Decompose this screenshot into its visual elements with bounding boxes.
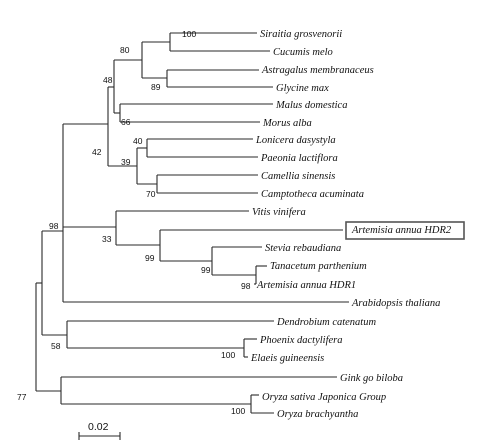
bootstrap-rosid: 48 — [103, 75, 113, 85]
highlight-box-artemisia-annua-hdr2 — [345, 221, 465, 240]
taxon-label-camellia-sinensis: Camellia sinensis — [261, 171, 335, 182]
taxon-label-malus-domestica: Malus domestica — [275, 100, 347, 111]
taxon-label-tanacetum-parthenium: Tanacetum parthenium — [270, 261, 367, 272]
bootstrap-fabaceae: 89 — [151, 82, 161, 92]
taxon-label-arabidopsis-thaliana: Arabidopsis thaliana — [351, 298, 440, 309]
taxon-label-camptotheca-acuminata: Camptotheca acuminata — [261, 189, 364, 200]
bootstrap-palms: 100 — [221, 350, 235, 360]
bootstrap-eudicots: 98 — [49, 221, 59, 231]
bootstrap-asterid: 39 — [121, 157, 131, 167]
taxon-label-artemisia-annua-hdr1: Artemisia annua HDR1 — [256, 280, 356, 291]
bootstrap-root: 77 — [17, 392, 27, 402]
bootstrap-rosales: 66 — [121, 117, 131, 127]
taxon-label-astragalus-membranaceus: Astragalus membranaceus — [261, 65, 374, 76]
bootstrap-asterid2: 70 — [146, 189, 156, 199]
bootstrap-monocots: 58 — [51, 341, 61, 351]
bootstrap-oryza: 100 — [231, 406, 245, 416]
taxon-label-paeonia-lactiflora: Paeonia lactiflora — [260, 153, 338, 164]
taxon-label-dendrobium-catenatum: Dendrobium catenatum — [276, 317, 376, 328]
bootstrap-cucurbit: 100 — [182, 29, 196, 39]
taxon-label-elaeis-guineensis: Elaeis guineensis — [250, 353, 324, 364]
bootstrap-hdr2-clade: 99 — [145, 253, 155, 263]
taxon-label-vitis-vinifera: Vitis vinifera — [252, 207, 306, 218]
taxon-label-siraitia-grosvenorii: Siraitia grosvenorii — [260, 29, 342, 40]
tree-branches — [35, 32, 349, 414]
bootstrap-asterid1: 40 — [133, 136, 143, 146]
scale-bar-label: 0.02 — [88, 421, 109, 433]
taxon-label-phoenix-dactylifera: Phoenix dactylifera — [259, 335, 343, 346]
taxon-label-artemisia-annua-hdr2: Artemisia annua HDR2 — [351, 225, 452, 236]
taxon-label-ginkgo-biloba: Gink go biloba — [340, 373, 403, 384]
bootstrap-rosid1: 80 — [120, 45, 130, 55]
taxon-label-oryza-brachyantha: Oryza brachyantha — [277, 409, 358, 420]
taxon-label-oryza-sativa-japonica: Oryza sativa Japonica Group — [262, 392, 386, 403]
taxon-label-lonicera-dasystyla: Lonicera dasystyla — [255, 135, 336, 146]
bootstrap-stevia-clade: 99 — [201, 265, 211, 275]
taxon-label-cucumis-melo: Cucumis melo — [273, 47, 333, 58]
bootstrap-vitis: 33 — [102, 234, 112, 244]
taxon-label-glycine-max: Glycine max — [276, 83, 329, 94]
scale-bar-line — [78, 432, 121, 440]
scale-bar: 0.02 — [78, 421, 121, 440]
taxon-label-morus-alba: Morus alba — [262, 118, 312, 129]
bootstrap-tanacetum-clade: 98 — [241, 281, 251, 291]
taxon-label-stevia-rebaudiana: Stevia rebaudiana — [265, 243, 341, 254]
bootstrap-eudicot-core: 42 — [92, 147, 102, 157]
